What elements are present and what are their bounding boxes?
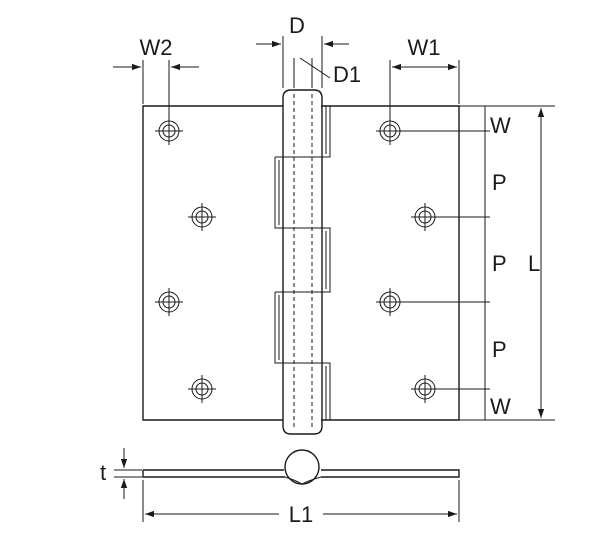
label-t: t [100, 460, 106, 485]
dimension-t: t [100, 448, 142, 499]
label-l: L [528, 251, 540, 276]
label-p-2: P [492, 251, 507, 276]
label-d1: D1 [333, 62, 361, 87]
screw-hole-left-3 [155, 288, 183, 316]
label-w1: W1 [408, 35, 441, 60]
label-w-bottom: W [490, 394, 511, 419]
label-w-top: W [490, 113, 511, 138]
dimension-d1: D1 [293, 57, 361, 88]
label-p-3: P [492, 337, 507, 362]
screw-hole-right-1 [376, 117, 404, 145]
label-w2: W2 [140, 35, 173, 60]
dimension-d: D [256, 13, 349, 88]
hinge-side-view [142, 449, 460, 485]
dimension-w1: W1 [389, 35, 460, 118]
dimension-l: L [528, 108, 545, 418]
hinge-knuckle [282, 89, 323, 435]
dimension-w2: W2 [113, 35, 199, 118]
screw-holes [155, 117, 439, 403]
screw-hole-right-2 [411, 203, 439, 231]
screw-hole-left-2 [188, 203, 216, 231]
label-l1: L1 [289, 502, 313, 527]
screw-hole-right-3 [376, 288, 404, 316]
dimension-l1: L1 [142, 480, 460, 527]
left-leaf [142, 105, 283, 421]
screw-hole-right-4 [411, 375, 439, 403]
screw-hole-left-4 [188, 375, 216, 403]
dimension-pitch: W P P P W [404, 105, 555, 421]
label-p-1: P [492, 170, 507, 195]
label-d: D [289, 13, 305, 38]
leaf-step-outline [274, 105, 331, 420]
screw-hole-left-1 [155, 117, 183, 145]
right-leaf [321, 105, 460, 421]
